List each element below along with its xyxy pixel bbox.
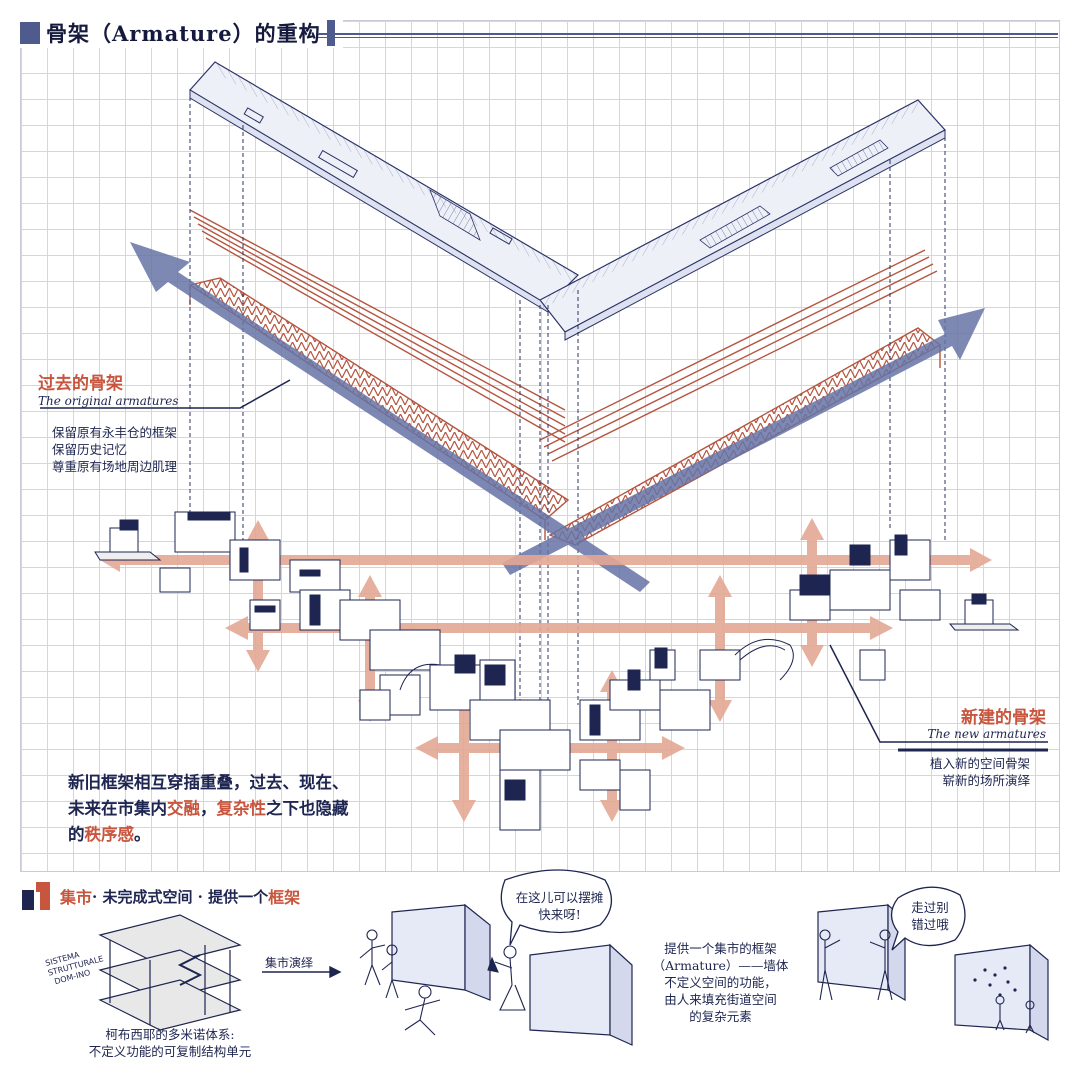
right-roof <box>539 99 946 341</box>
original-direction-arrows <box>130 242 985 592</box>
domino-caption-1: 柯布西耶的多米诺体系: <box>105 1027 235 1042</box>
number-one-icon <box>22 882 50 910</box>
title-bar: 骨架（Armature）的重构 <box>20 18 343 48</box>
past-english: The original armatures <box>38 394 179 408</box>
past-line-1: 保留原有永丰仓的框架 <box>52 425 178 440</box>
bottom-heading-b: · 未完成式空间 · 提供一个 <box>92 887 269 906</box>
process-arrow <box>262 965 342 979</box>
summary-highlight-3: 秩序感 <box>84 825 135 844</box>
summary-text-3: 之下也隐藏的 <box>68 799 349 844</box>
desc-line-2: （Armature）——墙体 <box>652 958 789 973</box>
new-line-2: 崭新的场所演绎 <box>942 773 1030 788</box>
desc-line-3: 不定义空间的功能， <box>664 975 777 990</box>
speech-bubble-2 <box>890 886 966 951</box>
left-original-truss <box>188 209 570 540</box>
bubble-2-line-2: 错过哦 <box>911 917 949 932</box>
desc-line-4: 由人来填充街道空间 <box>664 992 777 1007</box>
leader-lines <box>40 379 1048 752</box>
bubble-2-line-1: 走过别 <box>911 900 949 915</box>
wall-panels-2 <box>817 903 1049 1042</box>
summary-text-1: 新旧框架相互穿插重叠，过去、现在、未来在市集内 <box>68 773 349 818</box>
people-sketch-1 <box>359 929 526 1036</box>
domino-caption: 柯布西耶的多米诺体系: 不定义功能的可复制结构单元 <box>70 1026 270 1060</box>
new-english: The new armatures <box>927 727 1046 741</box>
new-description: 植入新的空间骨架 崭新的场所演绎 <box>930 755 1030 789</box>
bubble-1-line-2: 快来呀! <box>538 907 581 922</box>
past-description: 保留原有永丰仓的框架 保留历史记忆 尊重原有场地周边肌理 <box>52 424 177 475</box>
summary-highlight-1: 交融 <box>167 799 200 818</box>
bottom-heading-a: 集市 <box>60 888 93 907</box>
new-armature-blocks <box>94 511 1020 831</box>
title-rule <box>318 33 1058 35</box>
past-heading: 过去的骨架 <box>38 374 123 394</box>
past-line-3: 尊重原有场地周边肌理 <box>52 459 178 474</box>
armature-description: 提供一个集市的框架 （Armature）——墙体 不定义空间的功能， 由人来填充… <box>648 940 793 1025</box>
people-sketch-2 <box>819 929 1035 1034</box>
wall-panels-1 <box>391 903 633 1046</box>
desc-line-1: 提供一个集市的框架 <box>664 941 777 956</box>
new-line-1: 植入新的空间骨架 <box>929 756 1030 771</box>
past-armature-label: 过去的骨架 <box>38 369 123 394</box>
left-roof <box>189 61 579 313</box>
title-rule-thin <box>318 37 1058 38</box>
summary-highlight-2: 复杂性 <box>216 799 267 818</box>
past-line-2: 保留历史记忆 <box>52 442 128 457</box>
domino-frame-sketch <box>98 914 242 1031</box>
bottom-section-title: 集市 · 未完成式空间 · 提供一个 框架 <box>22 880 300 912</box>
bubble-1-line-1: 在这儿可以摆摊 <box>515 890 604 905</box>
bottom-heading-c: 框架 <box>268 888 301 907</box>
speech-bubble-1 <box>500 869 612 946</box>
summary-paragraph: 新旧框架相互穿插重叠，过去、现在、未来在市集内交融，复杂性之下也隐藏的秩序感。 <box>68 770 358 848</box>
summary-text-2: ， <box>200 799 217 818</box>
bubble-1-text: 在这儿可以摆摊 快来呀! <box>512 889 607 923</box>
domino-label: SISTEMA STRUTTURALE DOM-INO <box>44 950 104 986</box>
title-square-icon <box>20 22 40 44</box>
process-arrow-label: 集市演绎 <box>265 956 314 970</box>
summary-text-4: 。 <box>134 825 151 844</box>
domino-caption-2: 不定义功能的可复制结构单元 <box>88 1044 252 1059</box>
page-title: 骨架（Armature）的重构 <box>46 21 321 46</box>
desc-line-5: 的复杂元素 <box>689 1009 752 1024</box>
new-heading: 新建的骨架 <box>961 708 1046 728</box>
bubble-2-text: 走过别 错过哦 <box>902 899 958 933</box>
